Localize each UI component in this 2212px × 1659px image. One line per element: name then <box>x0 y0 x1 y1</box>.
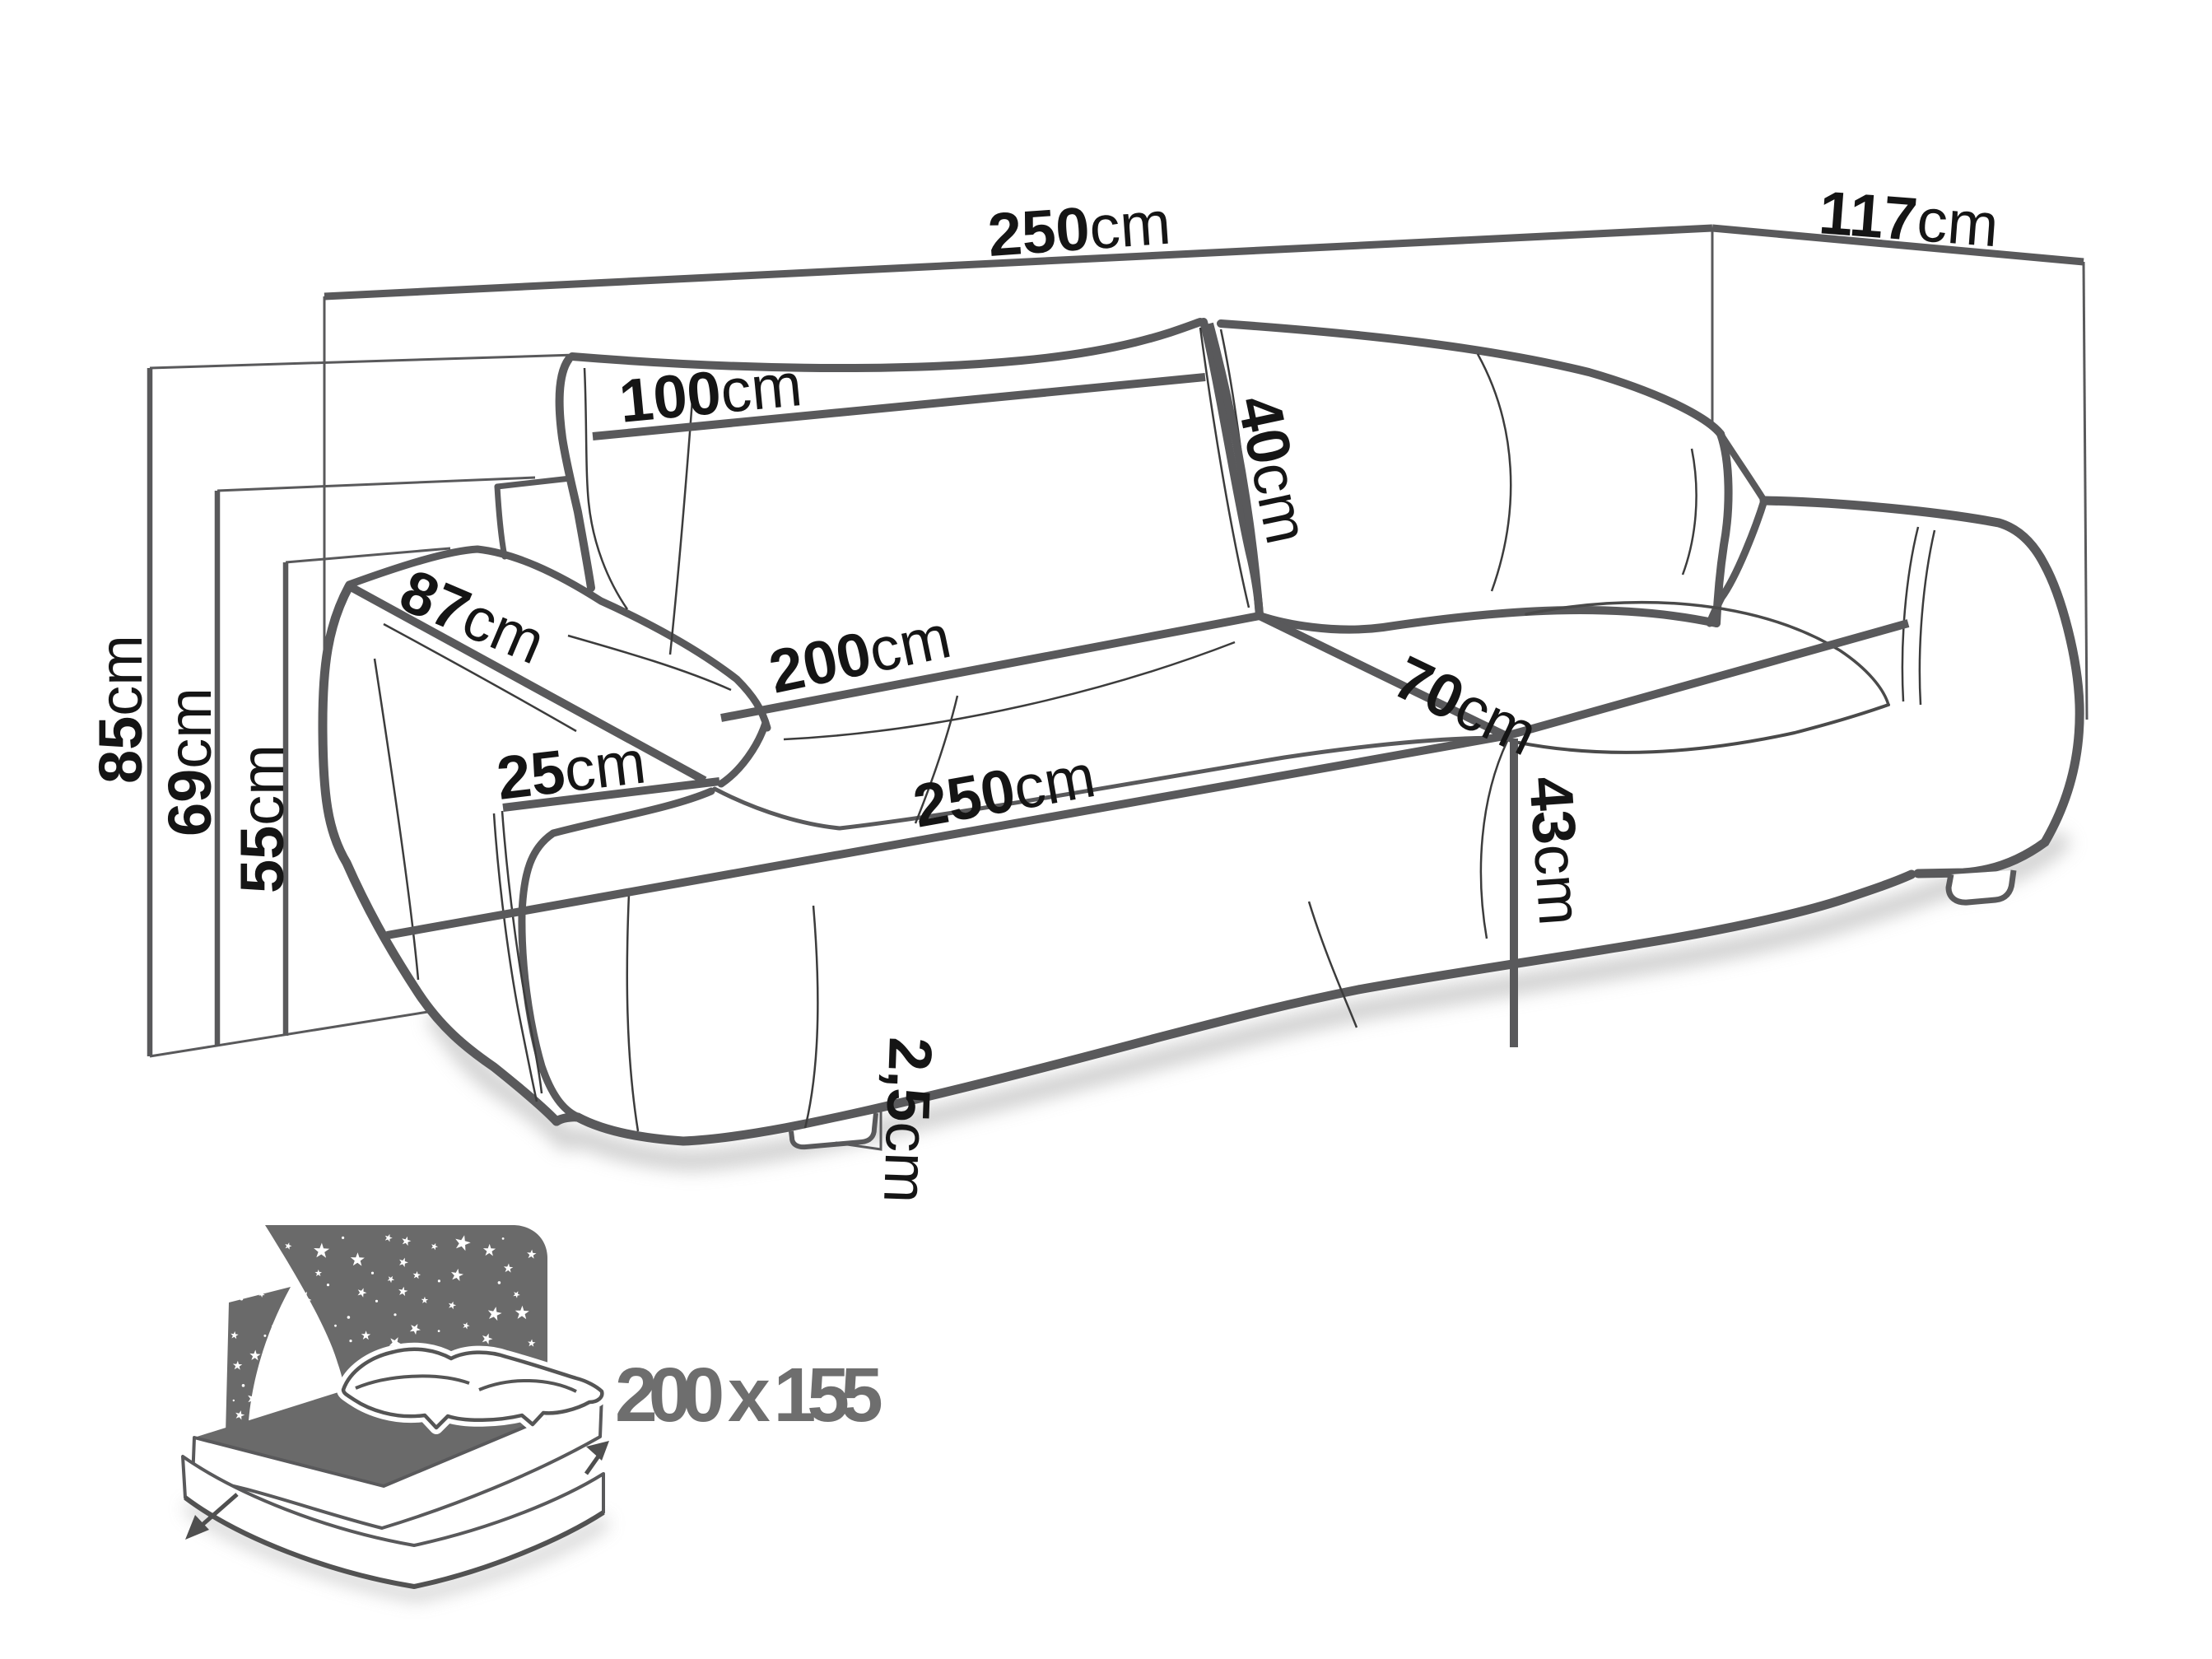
svg-text:2,5cm: 2,5cm <box>871 1036 945 1204</box>
svg-text:200 x 155: 200 x 155 <box>615 1352 882 1438</box>
svg-text:250cm: 250cm <box>985 189 1172 269</box>
svg-text:25cm: 25cm <box>493 727 649 813</box>
svg-text:85cm: 85cm <box>86 635 155 784</box>
svg-text:200cm: 200cm <box>763 602 956 706</box>
svg-text:69cm: 69cm <box>156 687 224 836</box>
svg-text:117cm: 117cm <box>1817 178 2001 259</box>
svg-text:43cm: 43cm <box>1516 774 1595 927</box>
svg-text:40cm: 40cm <box>1224 389 1322 549</box>
svg-text:55cm: 55cm <box>228 744 296 893</box>
